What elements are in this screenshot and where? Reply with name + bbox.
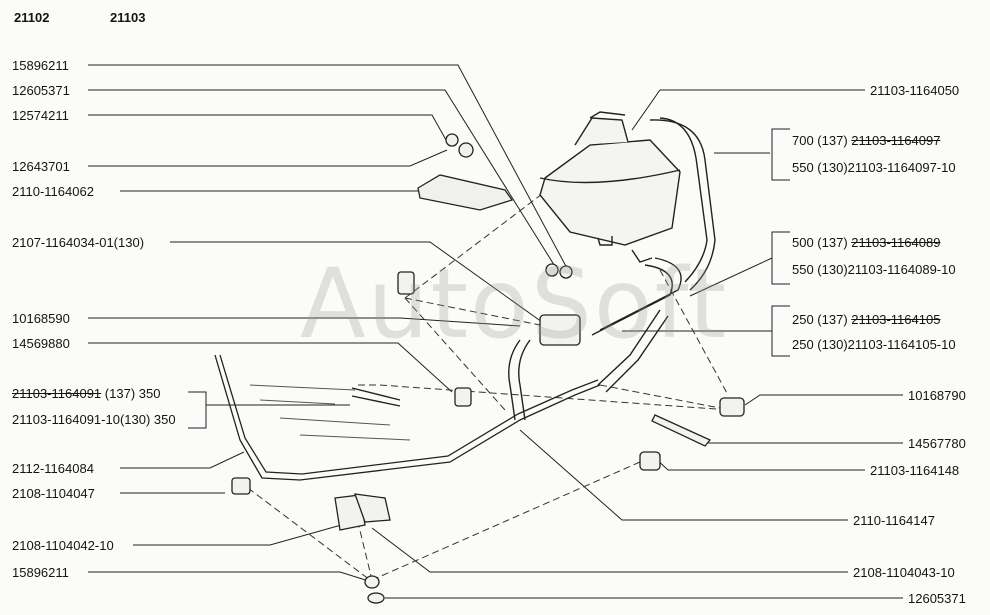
old-part-number: 21103-1164097 bbox=[851, 133, 941, 148]
hose-vacuum bbox=[351, 387, 401, 401]
leader-line bbox=[133, 521, 353, 546]
old-part-number: 21103-1164089 bbox=[851, 235, 941, 250]
leader-line bbox=[170, 241, 543, 323]
leader-line bbox=[88, 149, 448, 167]
bracket-row-right: 250 (130)21103-1164105-10 bbox=[792, 337, 956, 352]
bracket-row-right: 700 (137) 21103-1164097 bbox=[792, 133, 940, 148]
nut-part bbox=[559, 265, 573, 279]
bracket-row-right: 250 (137) 21103-1164105 bbox=[792, 312, 940, 327]
hose-lower bbox=[597, 309, 661, 386]
bracket-row-right: 550 (130)21103-1164097-10 bbox=[792, 160, 956, 175]
leader-line bbox=[88, 64, 569, 271]
part-label: 14569880 bbox=[12, 336, 70, 351]
leader-line bbox=[88, 571, 373, 583]
nut-part bbox=[545, 263, 559, 277]
fastener-part bbox=[231, 477, 251, 495]
bracket-row-right: 550 (130)21103-1164089-10 bbox=[792, 262, 956, 277]
part-label: 15896211 bbox=[12, 565, 69, 580]
bracket-row-right: 500 (137) 21103-1164089 bbox=[792, 235, 940, 250]
part-label: 2108-1104042-10 bbox=[12, 538, 114, 553]
coolant-reservoir bbox=[539, 111, 681, 263]
model-label-a: 21102 bbox=[14, 10, 50, 25]
leader-line bbox=[771, 305, 790, 357]
part-label: 2108-1104047 bbox=[12, 486, 95, 501]
leader-line bbox=[519, 429, 848, 521]
part-spec: 500 (137) bbox=[792, 235, 848, 250]
clip-part bbox=[454, 387, 472, 407]
part-spec: 700 (137) bbox=[792, 133, 848, 148]
part-label: 2112-1164084 bbox=[12, 461, 94, 476]
holder-part bbox=[334, 494, 366, 531]
washer-part bbox=[367, 592, 385, 604]
part-label: 15896211 bbox=[12, 58, 69, 73]
hose-short bbox=[508, 339, 521, 421]
old-part-number: 21103-1164091 bbox=[12, 386, 102, 401]
part-label: 12643701 bbox=[12, 159, 70, 174]
part-spec: (137) 350 bbox=[104, 386, 161, 401]
leader-line bbox=[631, 89, 865, 131]
clip-part bbox=[639, 451, 661, 471]
part-label: 14567780 bbox=[908, 436, 966, 451]
part-spec: 250 (137) bbox=[792, 312, 848, 327]
part-label: 12605371 bbox=[908, 591, 966, 606]
part-label: 2110-1164147 bbox=[853, 513, 935, 528]
grommet-part bbox=[364, 575, 380, 589]
leader-line bbox=[88, 89, 557, 269]
old-part-number: 21103-1164105 bbox=[851, 312, 941, 327]
part-label: 10168590 bbox=[12, 311, 70, 326]
pipe-tube bbox=[214, 354, 601, 481]
leader-line bbox=[88, 317, 521, 327]
leader-line bbox=[771, 128, 790, 181]
tie-strap bbox=[651, 414, 712, 447]
valve-body bbox=[539, 314, 581, 346]
mounting-bracket bbox=[417, 133, 514, 211]
part-label: 2107-1164034-01(130) bbox=[12, 235, 145, 250]
leader-line bbox=[88, 114, 447, 141]
part-label: 21103-1164148 bbox=[870, 463, 960, 478]
part-label: 10168790 bbox=[908, 388, 966, 403]
model-label-b: 21103 bbox=[110, 10, 146, 25]
leader-line bbox=[88, 342, 453, 393]
leader-line bbox=[654, 457, 865, 471]
bracket-row-left-2: 21103-1164091-10(130) 350 bbox=[12, 412, 176, 427]
clamp-part bbox=[397, 271, 415, 295]
part-label: 12574211 bbox=[12, 108, 69, 123]
part-label: 21103-1164050 bbox=[870, 83, 960, 98]
holder-part bbox=[354, 493, 391, 523]
leader-line bbox=[771, 231, 790, 285]
leader-line bbox=[744, 394, 903, 406]
hose-middle bbox=[591, 264, 673, 336]
leader-line bbox=[371, 527, 848, 573]
bracket-row-left-1: 21103-1164091 (137) 350 bbox=[12, 386, 160, 401]
leader-line bbox=[689, 257, 773, 297]
part-label: 2108-1104043-10 bbox=[853, 565, 955, 580]
clip-part bbox=[719, 397, 745, 417]
leader-line bbox=[120, 451, 245, 469]
part-label: 12605371 bbox=[12, 83, 70, 98]
leader-line bbox=[188, 391, 207, 429]
part-label: 2110-1164062 bbox=[12, 184, 94, 199]
